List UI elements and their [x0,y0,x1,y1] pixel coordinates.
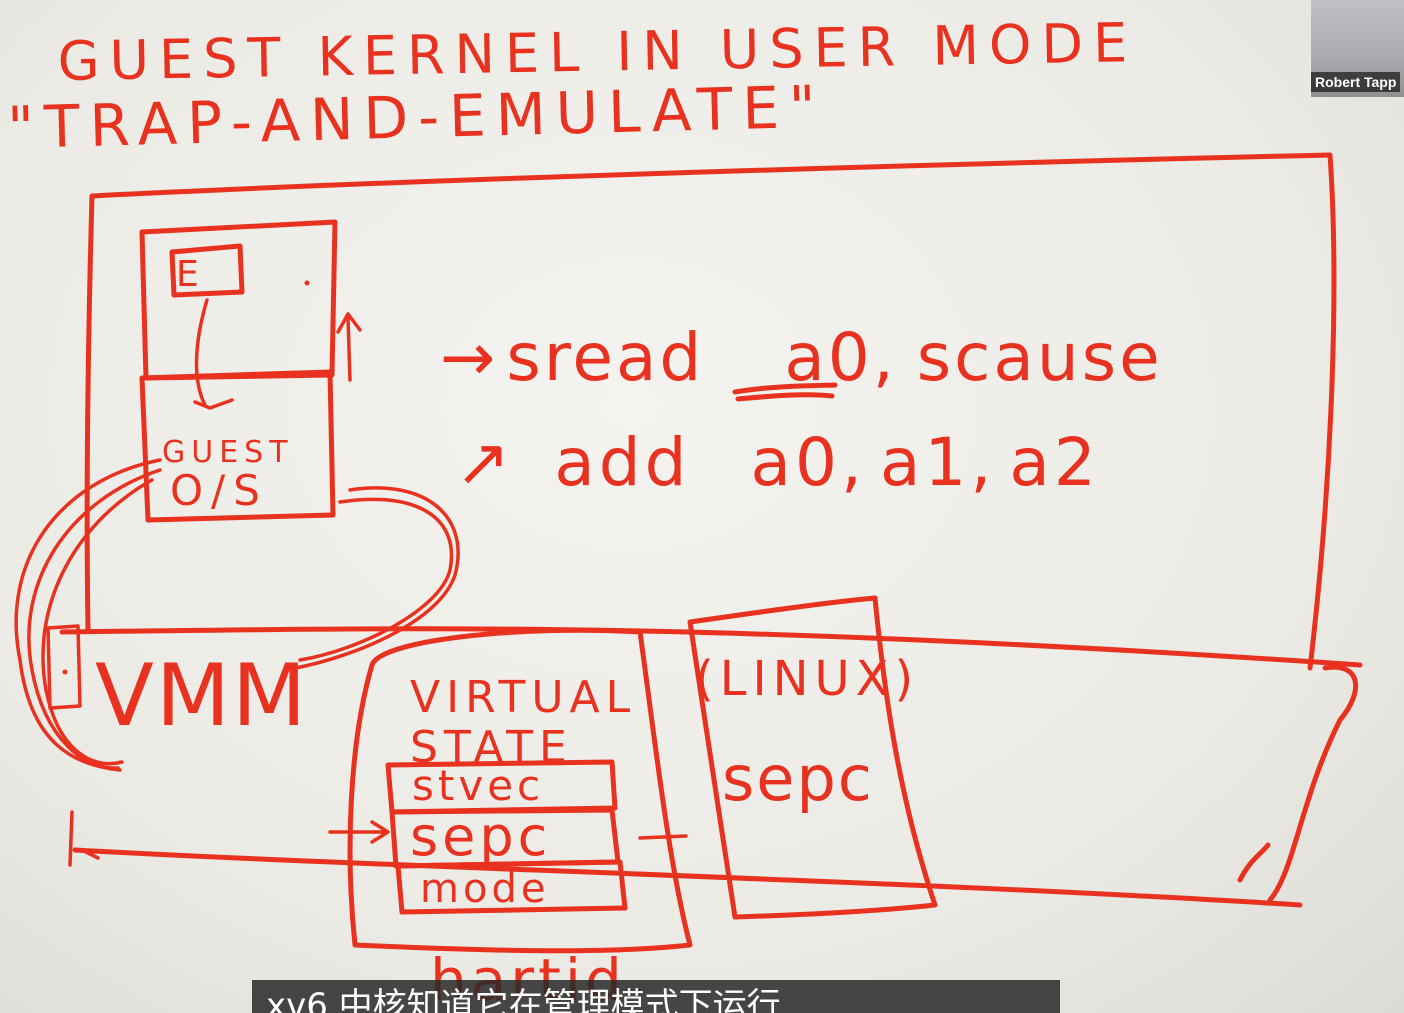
linux-box [687,595,938,920]
virtual-state-label-1: VIRTUAL [410,672,636,723]
trap-down-arrow [193,298,234,410]
subtitle-bar: xv6 中核知道它在管理模式下运行 [252,980,1060,1013]
underline-a0 [732,382,838,402]
ink-dot [62,669,68,675]
guest-os-label-2: O/S [170,466,268,515]
trap-arrow-left [14,458,162,772]
vmm-left-marker [46,624,82,710]
participant-video-tile[interactable]: Robert Tapp [1311,0,1404,97]
register-stvec-box [385,759,618,815]
sepc-arrow [328,820,390,844]
guest-vm-box [84,152,1337,671]
register-sepc: sepc [410,805,551,868]
vmm-right-brace [1237,664,1358,903]
register-stvec: stvec [412,761,544,810]
vmm-left-tick [68,810,100,867]
register-mode-box [395,859,628,915]
subtitle-text: xv6 中核知道它在管理模式下运行 [266,986,781,1013]
return-arrow-right [294,486,460,670]
linux-label: (LINUX) [695,651,919,707]
user-program-letter: E [176,254,199,295]
virtual-state-box [347,627,693,954]
sepc-link [638,834,688,840]
guest-os-label-1: GUEST [162,435,294,470]
participant-name: Robert Tapp [1311,72,1401,92]
ink-dot [304,280,310,286]
user-up-arrow [336,312,362,382]
linux-sepc: sepc [722,742,874,815]
vmm-label: VMM [95,646,308,746]
guest-os-box [139,369,336,523]
register-mode: mode [420,866,549,912]
user-program-box [169,243,245,298]
